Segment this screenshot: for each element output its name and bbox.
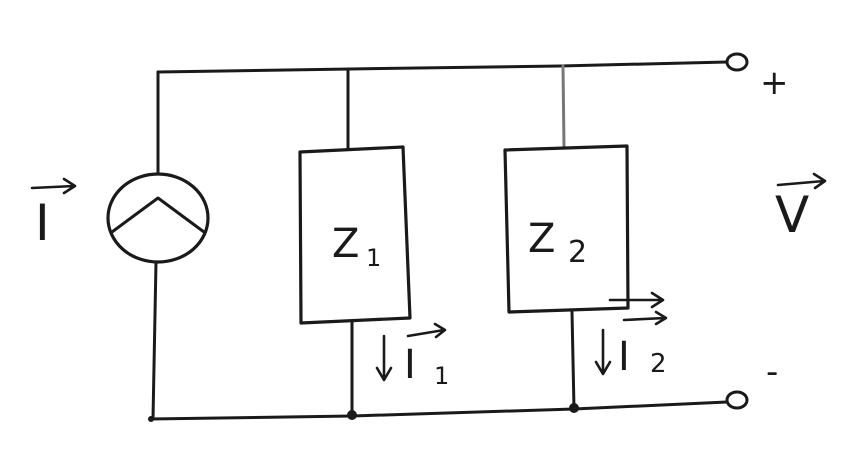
impedance-z2-letter: Z [528, 216, 555, 262]
z2-wire-bottom [570, 310, 576, 411]
current-source [106, 172, 210, 264]
bottom-rail [148, 400, 729, 421]
terminal-plus-sign: + [760, 63, 789, 103]
voltage-vector-arrow [776, 172, 827, 190]
source-wire-bottom [151, 260, 158, 421]
branch-current-i1-subscript: 1 [434, 362, 449, 390]
junction-dot-2 [569, 403, 579, 413]
branch-current-i2-letter: I [618, 334, 630, 380]
top-rail [156, 60, 729, 74]
source-current-vector-arrow [30, 177, 77, 195]
terminal-plus-circle [725, 52, 749, 72]
i2-top-vector-arrow [608, 291, 665, 309]
junction-dot-3 [148, 416, 154, 422]
impedance-z2-box [503, 144, 630, 314]
wires [148, 60, 729, 421]
branch-current-i2-subscript: 2 [650, 349, 667, 379]
i1-down-arrow [375, 334, 393, 382]
impedance-z1-letter: Z [332, 221, 359, 267]
impedance-z1-subscript: 1 [366, 244, 381, 272]
z2-wire-top [561, 64, 566, 149]
voltage-label: V [775, 186, 809, 244]
i2-vector-arrow [622, 310, 668, 326]
impedance-z2-subscript: 2 [568, 235, 587, 270]
junction-dot-1 [347, 410, 357, 420]
impedance-z1-box [298, 145, 412, 325]
terminal-minus-circle [725, 390, 749, 410]
source-chevron [110, 196, 206, 234]
source-circle [106, 172, 210, 264]
terminal-minus-sign: - [766, 352, 778, 392]
i2-down-arrow [594, 328, 612, 376]
branch-current-i1-letter: I [404, 342, 416, 388]
source-current-label: I [35, 194, 50, 252]
i1-vector-arrow [406, 322, 447, 339]
